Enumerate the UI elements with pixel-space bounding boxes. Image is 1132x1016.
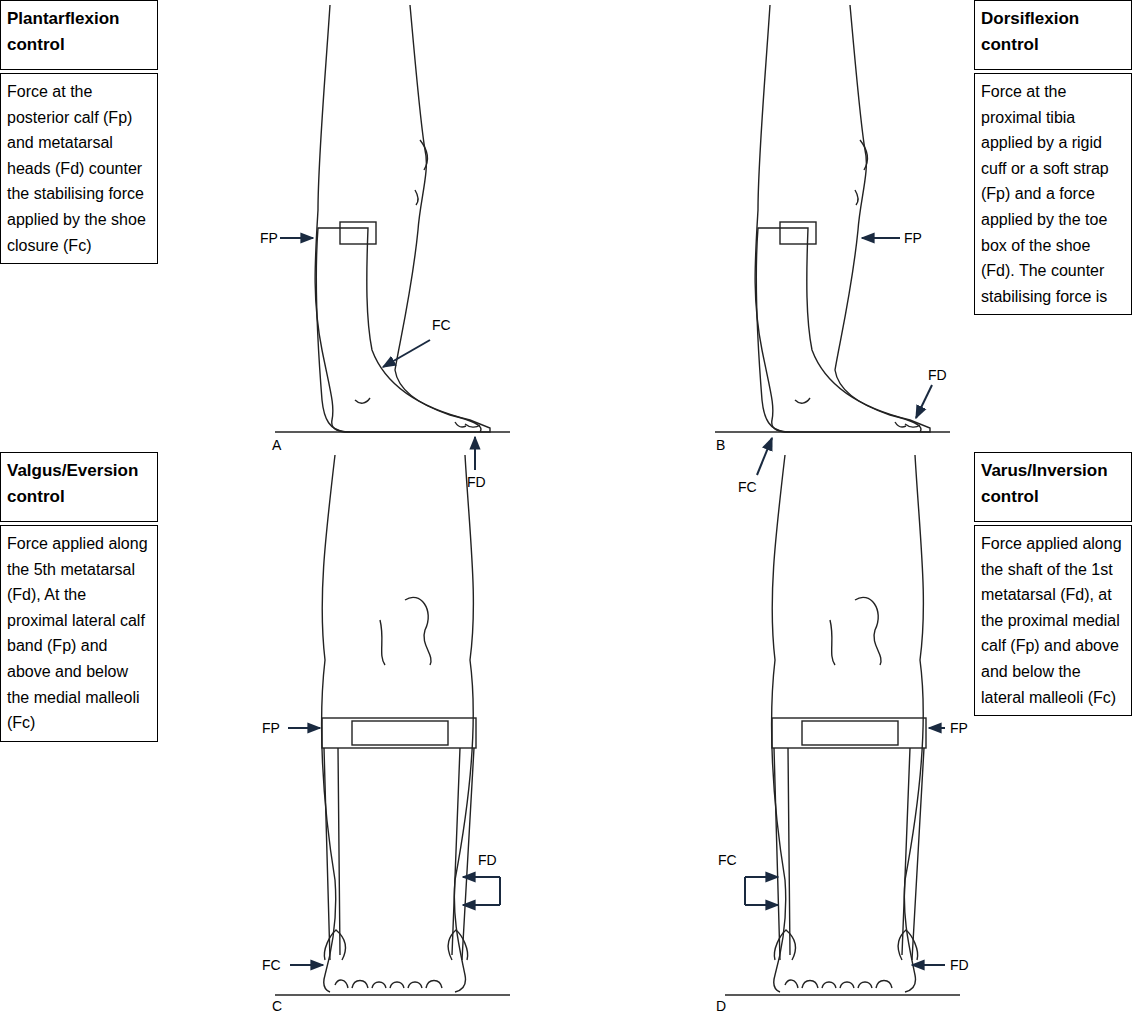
- force-label: FP: [260, 231, 278, 245]
- illustration-stroke: [463, 876, 500, 878]
- illustration-stroke: [745, 904, 778, 906]
- illustration-stroke: [463, 904, 500, 906]
- panel-c-figure: [275, 455, 510, 995]
- illustration-stroke: [929, 727, 945, 729]
- heading-box: Plantarflexion control: [0, 0, 158, 70]
- illustration-stroke: [383, 340, 430, 367]
- description-box: Force at the proximal tibia applied by a…: [974, 73, 1132, 315]
- description-box: Force at the posterior calf (Fp) and met…: [0, 73, 158, 264]
- panel-description: Force at the proximal tibia applied by a…: [981, 79, 1125, 309]
- illustration-stroke: [772, 455, 926, 992]
- illustration-stroke: [912, 964, 945, 966]
- force-label: FD: [928, 368, 947, 382]
- illustration-stroke: [474, 437, 476, 470]
- illustration-stroke: [499, 877, 501, 905]
- panel-heading: Varus/Inversion control: [981, 458, 1125, 509]
- description-box: Force applied along the 5th metatarsal (…: [0, 525, 158, 742]
- illustration-stroke: [315, 5, 490, 432]
- heading-box: Dorsiflexion control: [974, 0, 1132, 70]
- force-label: FD: [467, 475, 486, 489]
- panel-a-figure: [275, 5, 510, 470]
- force-label: FP: [950, 721, 968, 735]
- illustration-stroke: [290, 964, 323, 966]
- force-label: FC: [432, 318, 451, 332]
- illustration-stroke: [275, 431, 510, 432]
- illustration-stroke: [757, 438, 772, 475]
- force-label: FC: [718, 853, 737, 867]
- illustration-stroke: [745, 876, 778, 878]
- panel-letter: A: [272, 438, 281, 452]
- force-label: FC: [262, 958, 281, 972]
- force-label: FP: [262, 721, 280, 735]
- illustration-stroke: [715, 431, 950, 432]
- panel-letter: D: [716, 999, 726, 1013]
- force-label: FD: [478, 853, 497, 867]
- panel-heading: Plantarflexion control: [7, 6, 151, 57]
- force-label: FC: [738, 480, 757, 494]
- panel-description: Force applied along the shaft of the 1st…: [981, 531, 1125, 710]
- illustration-stroke: [862, 237, 900, 239]
- illustration-stroke: [755, 5, 930, 432]
- panel-description: Force at the posterior calf (Fp) and met…: [7, 79, 151, 258]
- panel-heading: Dorsiflexion control: [981, 6, 1125, 57]
- illustration-stroke: [322, 455, 476, 992]
- heading-box: Varus/Inversion control: [974, 452, 1132, 522]
- panel-d-figure: [725, 455, 960, 995]
- illustration-stroke: [288, 727, 320, 729]
- illustration-stroke: [275, 994, 510, 995]
- panel-b-figure: [715, 5, 950, 475]
- force-label: FD: [950, 958, 969, 972]
- panel-description: Force applied along the 5th metatarsal (…: [7, 531, 151, 736]
- panel-heading: Valgus/Eversion control: [7, 458, 151, 509]
- force-label: FP: [904, 231, 922, 245]
- heading-box: Valgus/Eversion control: [0, 452, 158, 522]
- panel-letter: B: [716, 438, 725, 452]
- panel-letter: C: [272, 999, 282, 1013]
- illustration-stroke: [725, 994, 960, 995]
- illustration-stroke: [744, 877, 746, 905]
- illustration-stroke: [916, 385, 932, 418]
- illustration-stroke: [280, 237, 313, 239]
- description-box: Force applied along the shaft of the 1st…: [974, 525, 1132, 716]
